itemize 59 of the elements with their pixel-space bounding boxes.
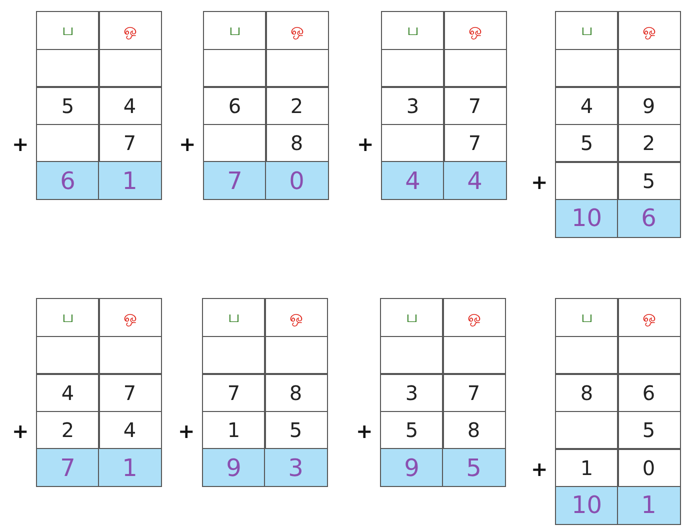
answer-cell: 5 [442,448,506,487]
heading-cell: ஒ [443,11,506,50]
heading-cell: ப [380,298,444,337]
plus-sign: + [531,172,548,192]
heading-cell: ப [203,11,266,50]
plus-sign: + [178,421,195,442]
heading-cell: ஒ [617,298,680,337]
table-cell: 5 [617,410,680,450]
table-cell: 7 [442,373,506,412]
table-cell: 9 [617,86,680,125]
answer-cell: 9 [380,448,444,487]
answer-cell: 1 [98,161,162,200]
table-cell: 7 [202,373,266,412]
answer-cell: 6 [617,198,680,238]
heading-cell: ஒ [617,11,680,50]
answer-cell: 1 [617,486,680,524]
table-cell: 4 [98,86,162,125]
table-cell: 7 [98,373,162,412]
table-cell: 3 [380,373,444,412]
answer-cell: 9 [202,448,266,487]
table-cell: 5 [36,86,100,125]
answer-cell: 7 [203,161,266,200]
plus-sign: + [179,134,196,154]
plus-sign: + [531,458,548,479]
plus-sign: + [357,134,374,154]
heading-cell: ஒ [264,298,328,337]
table-cell: 6 [617,373,680,412]
plus-sign: + [356,421,373,442]
heading-cell: ப [36,11,100,50]
table-cell: 2 [265,86,328,125]
table-cell: 6 [203,86,266,125]
answer-cell: 4 [381,161,444,200]
heading-cell: ஒ [98,298,162,337]
answer-cell: 0 [265,161,328,200]
table-cell: 7 [443,86,506,125]
table-cell: 8 [555,373,618,412]
answer-cell: 7 [36,448,100,487]
plus-sign: + [12,421,29,442]
heading-cell: ப [381,11,444,50]
answer-cell: 10 [555,486,618,524]
answer-cell: 1 [98,448,162,487]
answer-cell: 4 [443,161,506,200]
table-cell: 2 [617,124,680,162]
answer-cell: 6 [36,161,100,200]
table-cell: 4 [555,86,618,125]
plus-sign: + [12,134,29,154]
answer-cell: 10 [555,198,618,238]
table-cell: 3 [381,86,444,125]
heading-cell: ஒ [98,11,162,50]
answer-cell: 3 [264,448,328,487]
heading-cell: ப [202,298,266,337]
table-cell: 4 [36,373,100,412]
table-cell: 8 [264,373,328,412]
heading-cell: ஒ [442,298,506,337]
heading-cell: ப [555,11,618,50]
heading-cell: ஒ [265,11,328,50]
heading-cell: ப [36,298,100,337]
table-cell: 5 [555,124,618,162]
heading-cell: ப [555,298,618,337]
